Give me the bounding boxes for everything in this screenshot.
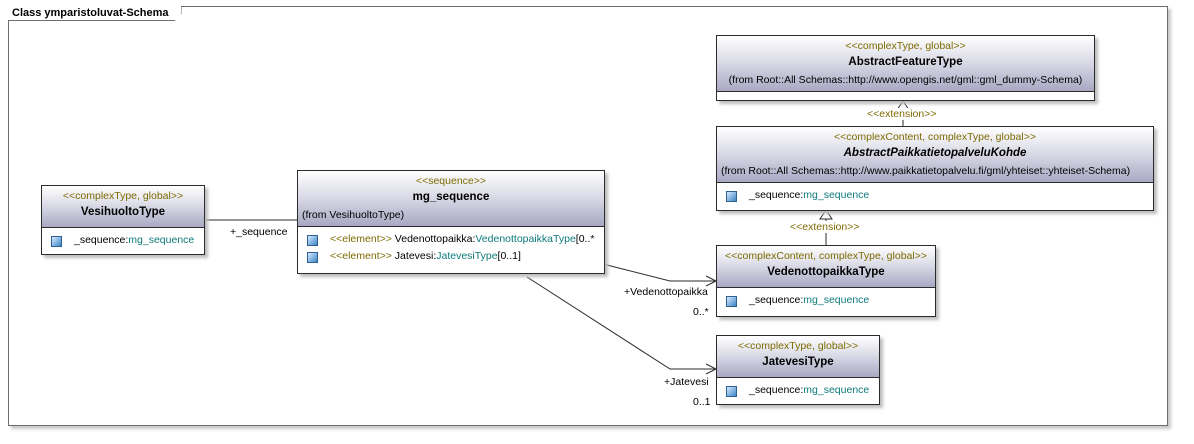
vedenotto-association xyxy=(602,263,716,282)
attribute-row-vedenottopaikka[interactable]: <<element>> Vedenottopaikka:Vedenottopai… xyxy=(304,231,598,248)
class-name: mg_sequence xyxy=(412,191,490,203)
attribute-type: mg_sequence xyxy=(803,294,870,306)
class-origin: (from Root::All Schemas::http://www.paik… xyxy=(721,165,1131,177)
attribute-type: mg_sequence xyxy=(128,234,195,246)
attribute-name: _sequence: xyxy=(74,234,129,246)
stereotype: <<complexType, global>> xyxy=(845,40,966,52)
attribute-name: _sequence: xyxy=(749,294,804,306)
class-name: VedenottopaikkaType xyxy=(767,266,885,278)
attribute-icon xyxy=(726,191,737,202)
class-origin: (from VesihuoltoType) xyxy=(302,209,405,221)
class-name: VesihuoltoType xyxy=(80,206,166,218)
attribute-row[interactable]: _sequence:mg_sequence xyxy=(48,232,198,249)
jatevesi-association xyxy=(526,276,716,370)
class-vedenottopaikka-type[interactable]: <<complexContent, complexType, global>> … xyxy=(716,245,936,317)
attribute-icon xyxy=(307,252,318,263)
class-header: <<complexContent, complexType, global>> … xyxy=(717,127,1153,183)
attribute-icon xyxy=(51,236,62,247)
class-name: JatevesiType xyxy=(762,356,834,368)
attribute-row[interactable]: _sequence:mg_sequence xyxy=(723,382,873,399)
class-abstract-feature-type[interactable]: <<complexType, global>> AbstractFeatureT… xyxy=(716,35,1095,101)
class-vesihuolto-type[interactable]: <<complexType, global>> VesihuoltoType _… xyxy=(41,185,205,255)
attribute-name: Jatevesi: xyxy=(391,250,437,262)
class-origin: (from Root::All Schemas::http://www.open… xyxy=(728,74,1083,86)
attribute-multiplicity: [0..1] xyxy=(497,250,521,262)
attribute-icon xyxy=(726,296,737,307)
stereotype: <<complexType, global>> xyxy=(62,190,184,202)
class-abstract-paikkatietopalvelu-kohde[interactable]: <<complexContent, complexType, global>> … xyxy=(716,126,1154,211)
stereotype: <<complexContent, complexType, global>> xyxy=(834,131,1036,143)
attribute-type: VedenottopaikkaType xyxy=(475,233,576,245)
extension-label-2: <<extension>> xyxy=(790,221,860,233)
class-mg-sequence[interactable]: <<sequence>> mg_sequence (from Vesihuolt… xyxy=(297,170,605,274)
attribute-row[interactable]: _sequence:mg_sequence xyxy=(723,187,1147,204)
jatevesi-multiplicity-label: 0..1 xyxy=(693,396,711,408)
attribute-type: mg_sequence xyxy=(803,384,870,396)
attribute-keyword: <<element>> xyxy=(330,233,392,245)
class-attributes: _sequence:mg_sequence xyxy=(717,378,879,403)
attribute-icon xyxy=(307,235,318,246)
attribute-icon xyxy=(726,386,737,397)
attribute-keyword: <<element>> xyxy=(330,250,392,262)
stereotype: <<sequence>> xyxy=(415,175,487,187)
class-jatevesi-type[interactable]: <<complexType, global>> JatevesiType _se… xyxy=(716,335,880,405)
attribute-name: Vedenottopaikka: xyxy=(391,233,476,245)
class-attributes: _sequence:mg_sequence xyxy=(42,228,204,253)
class-header: <<complexContent, complexType, global>> … xyxy=(717,246,935,288)
class-header: <<complexType, global>> JatevesiType xyxy=(717,336,879,378)
extension-label-1: <<extension>> xyxy=(867,108,937,120)
vedenotto-role-label: +Vedenottopaikka xyxy=(624,286,708,298)
attribute-name: _sequence: xyxy=(749,189,804,201)
attribute-row-jatevesi[interactable]: <<element>> Jatevesi:JatevesiType[0..1] xyxy=(304,248,598,265)
sequence-role-label: +_sequence xyxy=(230,226,288,238)
class-attributes: _sequence:mg_sequence xyxy=(717,288,935,313)
attribute-multiplicity: [0..* xyxy=(575,233,595,245)
attribute-row[interactable]: _sequence:mg_sequence xyxy=(723,292,929,309)
class-attributes: <<element>> Vedenottopaikka:Vedenottopai… xyxy=(298,227,604,269)
diagram-title: Class ymparistoluvat-Schema xyxy=(8,6,182,21)
attribute-name: _sequence: xyxy=(749,384,804,396)
stereotype: <<complexType, global>> xyxy=(737,340,859,352)
attribute-type: mg_sequence xyxy=(803,189,870,201)
class-attributes: _sequence:mg_sequence xyxy=(717,183,1153,208)
vedenotto-multiplicity-label: 0..* xyxy=(693,306,709,318)
extension-arrow-2 xyxy=(819,209,833,220)
class-header: <<complexType, global>> AbstractFeatureT… xyxy=(717,36,1094,92)
class-name: AbstractPaikkatietopalveluKohde xyxy=(843,147,1027,159)
attribute-type: JatevesiType xyxy=(436,250,498,262)
stereotype: <<complexContent, complexType, global>> xyxy=(725,250,927,262)
class-header: <<sequence>> mg_sequence (from Vesihuolt… xyxy=(298,171,604,227)
class-attributes xyxy=(717,92,1094,102)
class-header: <<complexType, global>> VesihuoltoType xyxy=(42,186,204,228)
class-name: AbstractFeatureType xyxy=(848,56,963,68)
jatevesi-role-label: +Jatevesi xyxy=(664,376,709,388)
